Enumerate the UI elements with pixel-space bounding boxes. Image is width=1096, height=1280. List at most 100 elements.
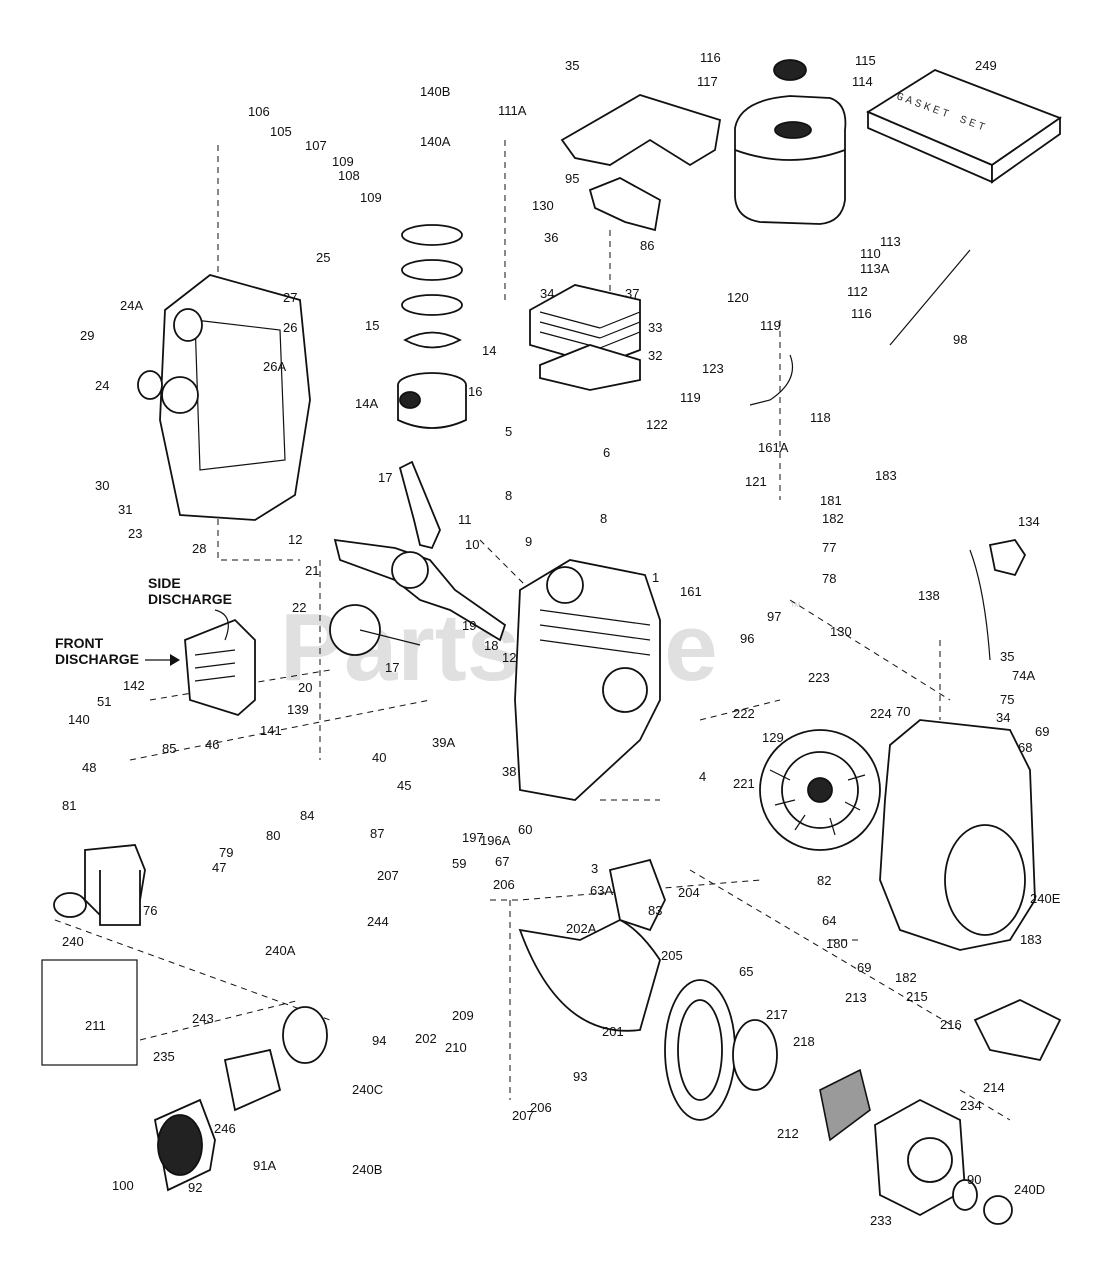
callout-77: 77	[822, 540, 836, 555]
callout-51: 51	[97, 694, 111, 709]
cylinder-block	[514, 559, 661, 801]
callout-25: 25	[316, 250, 330, 265]
callout-5: 5	[505, 424, 512, 439]
muffler	[184, 618, 256, 717]
callout-69: 69	[857, 960, 871, 975]
callout-161a: 161A	[758, 440, 789, 455]
callout-107: 107	[305, 138, 327, 153]
callout-249: 249	[975, 58, 997, 73]
callout-78: 78	[822, 571, 836, 586]
callout-182: 182	[895, 970, 917, 985]
breather-tube-138	[969, 549, 991, 661]
callout-59: 59	[452, 856, 466, 871]
callout-130: 130	[830, 624, 852, 639]
callout-69: 69	[1035, 724, 1049, 739]
tank-bracket	[560, 94, 722, 167]
callout-60: 60	[518, 822, 532, 837]
callout-240: 240	[62, 934, 84, 949]
callout-21: 21	[305, 563, 319, 578]
callout-109: 109	[332, 154, 354, 169]
callout-27: 27	[283, 290, 297, 305]
callout-19: 19	[462, 618, 476, 633]
callout-96: 96	[740, 631, 754, 646]
callout-75: 75	[1000, 692, 1014, 707]
callout-35: 35	[565, 58, 579, 73]
callout-180: 180	[826, 936, 848, 951]
callout-26: 26	[283, 320, 297, 335]
callout-3: 3	[591, 861, 598, 876]
callout-33: 33	[648, 320, 662, 335]
callout-63a: 63A	[590, 883, 613, 898]
printed-labels: SIDE DISCHARGE FRONT DISCHARGE	[55, 575, 232, 667]
callout-235: 235	[153, 1049, 175, 1064]
callout-197: 197	[462, 830, 484, 845]
fuel-line-118	[749, 354, 794, 406]
callout-90: 90	[967, 1172, 981, 1187]
callout-109: 109	[360, 190, 382, 205]
callout-207: 207	[512, 1108, 534, 1123]
callout-29: 29	[80, 328, 94, 343]
callout-206: 206	[493, 877, 515, 892]
box-243	[41, 959, 138, 1066]
callout-36: 36	[544, 230, 558, 245]
callout-70: 70	[896, 704, 910, 719]
callout-246: 246	[214, 1121, 236, 1136]
callout-26a: 26A	[263, 359, 286, 374]
gasket-set-box: GASKET SET	[866, 68, 1062, 184]
callout-119: 119	[680, 390, 701, 405]
callout-30: 30	[95, 478, 109, 493]
callout-14a: 14A	[355, 396, 378, 411]
oil-seal-24	[137, 370, 163, 400]
callout-47: 47	[212, 860, 226, 875]
callout-202: 202	[415, 1031, 437, 1046]
callout-114: 114	[852, 74, 873, 89]
callout-8: 8	[600, 511, 607, 526]
callout-94: 94	[372, 1033, 386, 1048]
callout-122: 122	[646, 417, 668, 432]
callout-240c: 240C	[352, 1082, 383, 1097]
assembly-dashed-lines	[54, 140, 1011, 1121]
callout-204: 204	[678, 885, 700, 900]
callout-92: 92	[188, 1180, 202, 1195]
callout-20: 20	[298, 680, 312, 695]
callout-105: 105	[270, 124, 292, 139]
flywheel	[759, 729, 881, 851]
callout-240b: 240B	[352, 1162, 382, 1177]
callout-121: 121	[745, 474, 767, 489]
callout-240d: 240D	[1014, 1182, 1045, 1197]
callout-15: 15	[365, 318, 379, 333]
callout-24: 24	[95, 378, 109, 393]
callout-161: 161	[680, 584, 702, 599]
callout-22: 22	[292, 600, 306, 615]
starter-cup	[732, 1019, 778, 1091]
callout-87: 87	[370, 826, 384, 841]
callout-98: 98	[953, 332, 967, 347]
callout-140b: 140B	[420, 84, 450, 99]
callout-206: 206	[530, 1100, 552, 1115]
callout-97: 97	[767, 609, 781, 624]
side-discharge-arrow	[214, 609, 229, 641]
callout-243: 243	[192, 1011, 214, 1026]
callout-40: 40	[372, 750, 386, 765]
callout-100: 100	[112, 1178, 134, 1193]
callout-196a: 196A	[480, 833, 511, 848]
callout-16: 16	[468, 384, 482, 399]
callout-183: 183	[875, 468, 897, 483]
callout-223: 223	[808, 670, 830, 685]
cap-233	[983, 1195, 1013, 1225]
callout-134: 134	[1018, 514, 1040, 529]
callout-142: 142	[123, 678, 145, 693]
callout-112: 112	[847, 284, 868, 299]
callout-68: 68	[1018, 740, 1032, 755]
callout-82: 82	[817, 873, 831, 888]
callout-4: 4	[699, 769, 706, 784]
callout-34: 34	[996, 710, 1010, 725]
callout-141: 141	[260, 723, 282, 738]
callout-91a: 91A	[253, 1158, 276, 1173]
callout-18: 18	[484, 638, 498, 653]
callout-130: 130	[532, 198, 554, 213]
callout-76: 76	[143, 903, 157, 918]
side-discharge-label-line2: DISCHARGE	[148, 591, 232, 607]
